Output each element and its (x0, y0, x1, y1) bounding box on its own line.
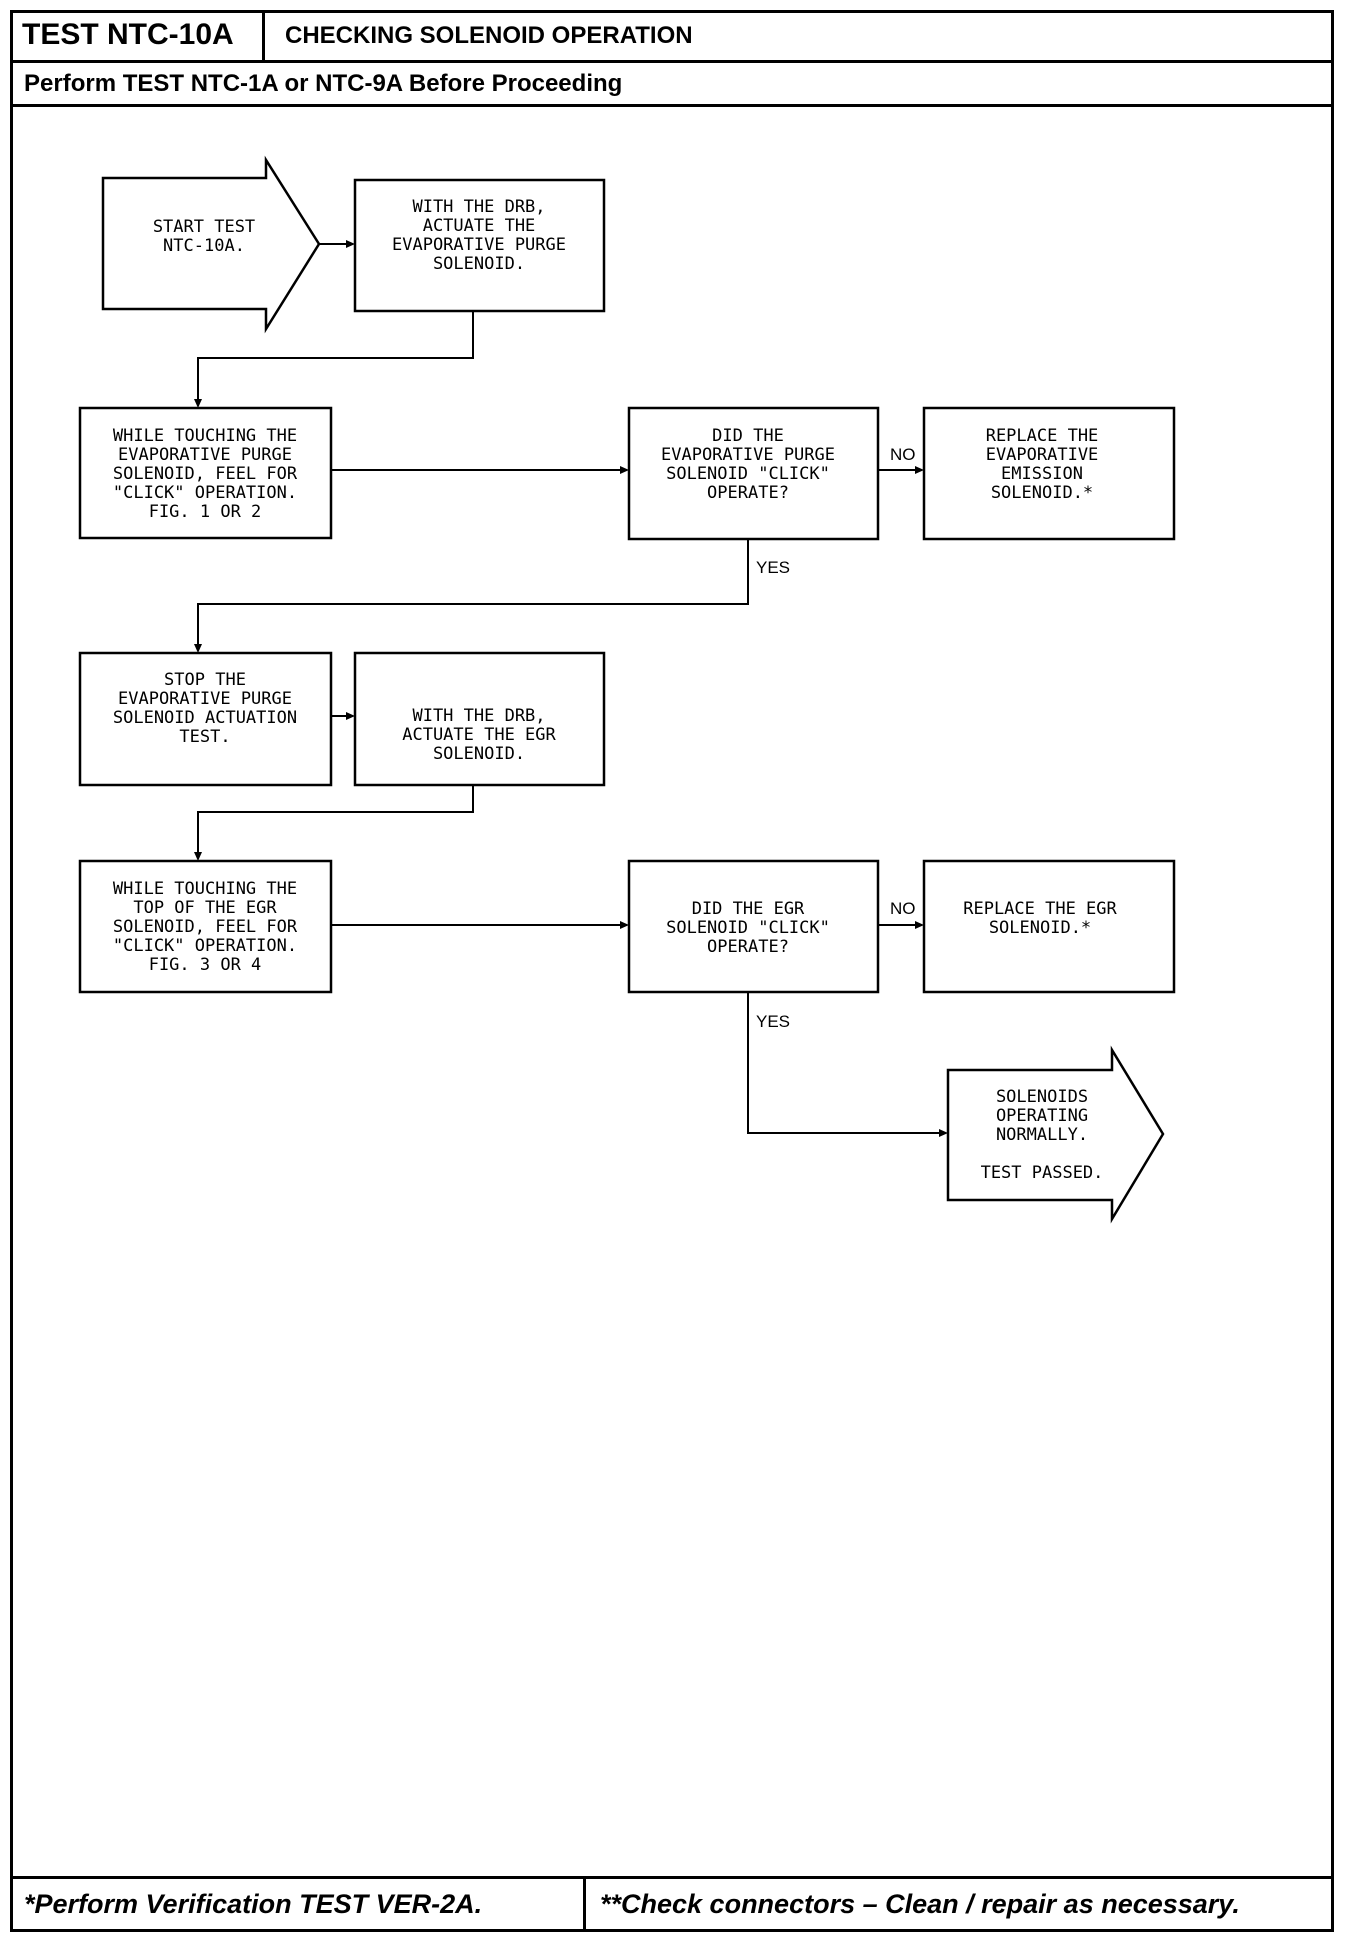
connector-actuate-to-feel (197, 311, 474, 405)
label-line: OPERATE? (707, 483, 789, 503)
label-line: SOLENOID.* (991, 483, 1093, 503)
label-line (1037, 1144, 1047, 1164)
replace-egr-solenoid (922, 859, 1176, 994)
label-line: FIG. 3 OR 4 (149, 955, 262, 975)
label-line: EVAPORATIVE PURGE (661, 445, 835, 465)
connector-yes-purge (197, 539, 749, 650)
label-line: EVAPORATIVE PURGE (118, 445, 292, 465)
label-line: "CLICK" OPERATION. (113, 936, 297, 956)
arrowhead (915, 466, 924, 474)
step-actuate-purge (353, 178, 606, 313)
label-line: TOP OF THE EGR (133, 898, 277, 918)
label-line: WHILE TOUCHING THE (113, 879, 297, 899)
connector-egr-to-feel (197, 785, 474, 858)
step-actuate-egr (353, 651, 606, 787)
label-line: TEST. (179, 727, 230, 747)
label-line: OPERATING (996, 1106, 1088, 1126)
footer-right-note: **Check connectors – Clean / repair as n… (600, 1888, 1240, 1919)
label-line: SOLENOID, FEEL FOR (113, 464, 298, 484)
label-line: SOLENOIDS (996, 1087, 1088, 1107)
arrowhead (194, 399, 202, 408)
page-title: CHECKING SOLENOID OPERATION (285, 22, 693, 49)
label-line: TEST PASSED. (981, 1163, 1104, 1183)
label-line: SOLENOID "CLICK" (666, 464, 830, 484)
label-line: SOLENOID "CLICK" (666, 918, 830, 938)
step-stop-purge (78, 651, 333, 787)
label-line: WITH THE DRB, (412, 197, 545, 217)
footer-left-note: *Perform Verification TEST VER-2A. (24, 1888, 483, 1919)
label-line: SOLENOID, FEEL FOR (113, 917, 298, 937)
label-line: EMISSION (1001, 464, 1083, 484)
label-line: START TEST (153, 217, 255, 237)
arrowhead (194, 644, 202, 653)
label-line: SOLENOID. (433, 744, 525, 764)
connector-yes-egr (747, 992, 945, 1134)
arrowhead (939, 1129, 948, 1137)
end-arrow (946, 1045, 1165, 1224)
label-line: "CLICK" OPERATION. (113, 483, 297, 503)
label-line: REPLACE THE EGR (963, 899, 1117, 919)
arrowhead (194, 852, 202, 861)
label-line: DID THE EGR (692, 899, 805, 919)
label-line: NTC-10A. (163, 236, 245, 256)
step-feel-purge (78, 406, 333, 540)
replace-evap-solenoid (922, 406, 1176, 541)
decision-purge (627, 406, 880, 541)
arrowhead (915, 921, 924, 929)
label-line: SOLENOID.* (989, 918, 1091, 938)
arrowhead (620, 921, 629, 929)
no-label-purge: NO (890, 445, 916, 464)
arrowhead (346, 712, 355, 720)
footer-divider (10, 1876, 1334, 1879)
label-line: STOP THE (164, 670, 246, 690)
decision-egr (627, 859, 880, 994)
yes-label-purge: YES (756, 558, 790, 577)
label-line: ACTUATE THE EGR (402, 725, 556, 745)
step-feel-egr (78, 859, 333, 994)
arrowhead (620, 466, 629, 474)
label-line: WITH THE DRB, (412, 706, 545, 726)
header-divider (10, 60, 1334, 63)
label-line: DID THE (712, 426, 784, 446)
no-label-egr: NO (890, 899, 916, 918)
prerequisite-note: Perform TEST NTC-1A or NTC-9A Before Pro… (24, 69, 623, 97)
arrowhead (346, 240, 355, 248)
label-line: SOLENOID ACTUATION (113, 708, 297, 728)
label-line: EVAPORATIVE (986, 445, 1099, 465)
label-line: OPERATE? (707, 937, 789, 957)
header-divider-bottom (10, 104, 1334, 107)
label-line: SOLENOID. (433, 254, 525, 274)
label-line: EVAPORATIVE PURGE (392, 235, 566, 255)
label-line: NORMALLY. (996, 1125, 1088, 1145)
page-frame (10, 10, 1334, 1932)
label-line: FIG. 1 OR 2 (149, 502, 262, 522)
yes-label-egr: YES (756, 1012, 790, 1031)
label-line: REPLACE THE (986, 426, 1099, 446)
label-line: WHILE TOUCHING THE (113, 426, 297, 446)
label-line: EVAPORATIVE PURGE (118, 689, 292, 709)
label-line: ACTUATE THE (423, 216, 536, 236)
start-arrow (101, 155, 321, 334)
footer-column-divider (583, 1876, 586, 1932)
